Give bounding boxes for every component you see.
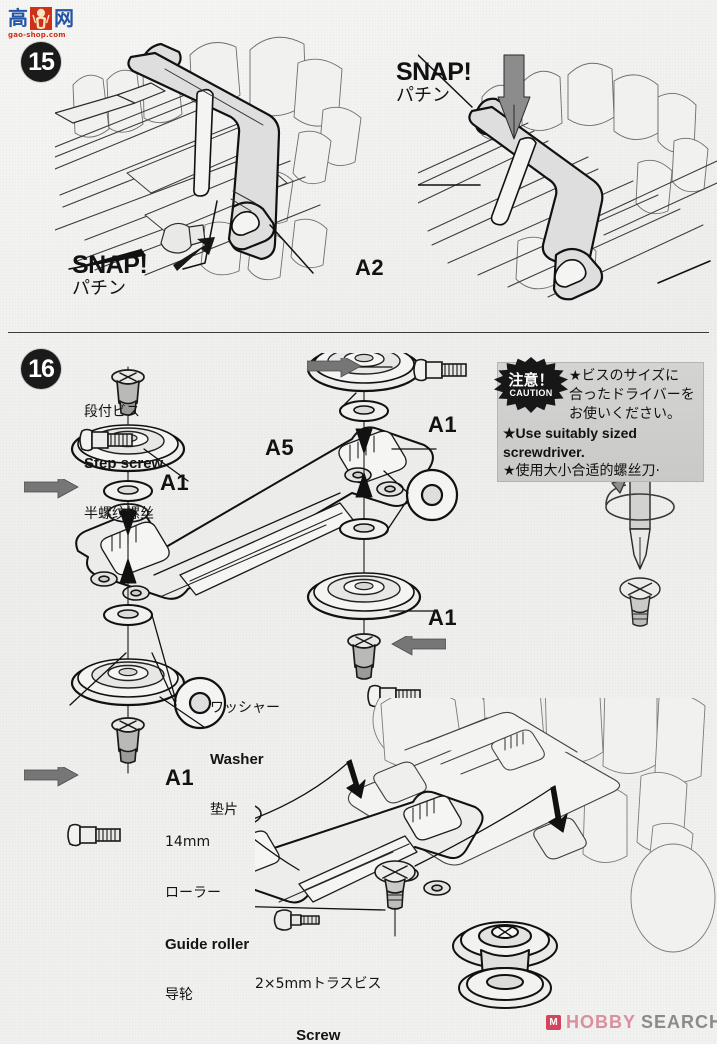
step-16-panel: 16 [0,333,717,1044]
step-screw-callout: 段付ビス Step screw 半螺纹螺丝 [84,370,163,557]
logo-emblem-icon [29,6,53,31]
grey-arrow-right-bottom [391,636,446,656]
caution-line-4: ★Use suitably sized [503,425,637,441]
grey-arrow-left-top [24,479,79,499]
snap-left-jp: パチン [72,278,126,299]
gao-shop-logo: 高 网 gao-shop.com [8,6,74,42]
part-label-a1-bottomleft: A1 [165,765,195,790]
caution-line-3: お使いください。 [569,406,681,422]
step-screw-cn: 半螺纹螺丝 [84,506,154,522]
part-label-a2: A2 [355,255,385,280]
guide-roller-callout: 14mm ローラー Guide roller 导轮 [165,800,249,1038]
snap-label-left: SNAP! パチン [72,251,148,300]
caution-badge-en: CAUTION [509,387,553,398]
screwdriver-illustration [605,477,675,627]
washer-cn: 垫片 [210,802,238,818]
truss-screw-jp: 2×5mmトラスビス [255,976,382,992]
caution-line-2: 合ったドライバーを [569,387,695,403]
snap-right-jp: パチン [396,85,450,106]
caution-line-6: ★使用大小合适的螺丝刀· [503,463,661,479]
step-15-panel: 15 SNAP! パチン SNAP! パチン A2 [0,0,717,332]
caution-line-5: screwdriver. [503,444,585,460]
guide-roller-en: Guide roller [165,936,250,953]
truss-screw-loose [273,909,320,931]
panel-divider [8,332,709,333]
step-screw-en: Step screw [84,455,164,472]
step-screw-side-view-bottom [67,823,121,847]
part-label-a1-midright: A1 [428,605,458,630]
caution-box: ★ビスのサイズに 合ったドライバーを お使いください。 ★Use suitabl… [494,357,704,482]
caution-line-1: ★ビスのサイズに [569,368,680,384]
part-label-a5: A5 [265,435,295,460]
truss-screw-callout: 2×5mmトラスビス Screw 螺丝 [255,942,382,1044]
step-screw-side-view-midright [367,684,421,708]
guide-roller-jp: ローラー [165,885,221,901]
logo-cjk-right: 网 [54,6,74,30]
caution-text-block: ★ビスのサイズに 合ったドライバーを お使いください。 ★Use suitabl… [503,367,699,481]
logo-url-text: gao-shop.com [8,31,66,39]
washer-callout: ワッシャー Washer 垫片 [210,666,280,853]
logo-cjk-left: 高 [8,6,28,30]
truss-screw-en: Screw [296,1027,341,1044]
grey-arrow-left-bottom [24,767,79,787]
watermark-hobby-text: HOBBY [566,1012,637,1032]
step-number-badge-16: 16 [21,349,61,389]
grey-arrow-right-top [307,358,362,378]
guide-roller-cn: 导轮 [165,987,193,1003]
washer-jp: ワッシャー [210,700,280,716]
step-screw-jp: 段付ビス [84,404,140,420]
snap-right-en: SNAP! [396,58,472,86]
snap-left-en: SNAP! [72,251,148,279]
washer-en: Washer [210,751,264,768]
hobby-search-watermark: M HOBBY SEARCH [546,1012,717,1033]
watermark-search-text: SEARCH [641,1012,717,1032]
snap-label-right: SNAP! パチン [396,58,472,107]
part-label-a1-left: A1 [160,470,190,495]
step-number-badge-15: 15 [21,42,61,82]
guide-roller-size: 14mm [165,834,211,850]
caution-badge-jp: 注意！ [508,370,554,389]
logo-glyph-row: 高 网 [8,6,74,32]
part-label-a1-topright: A1 [428,412,458,437]
hobby-search-mark-icon: M [546,1015,561,1030]
step-screw-side-view-topright [413,358,467,382]
